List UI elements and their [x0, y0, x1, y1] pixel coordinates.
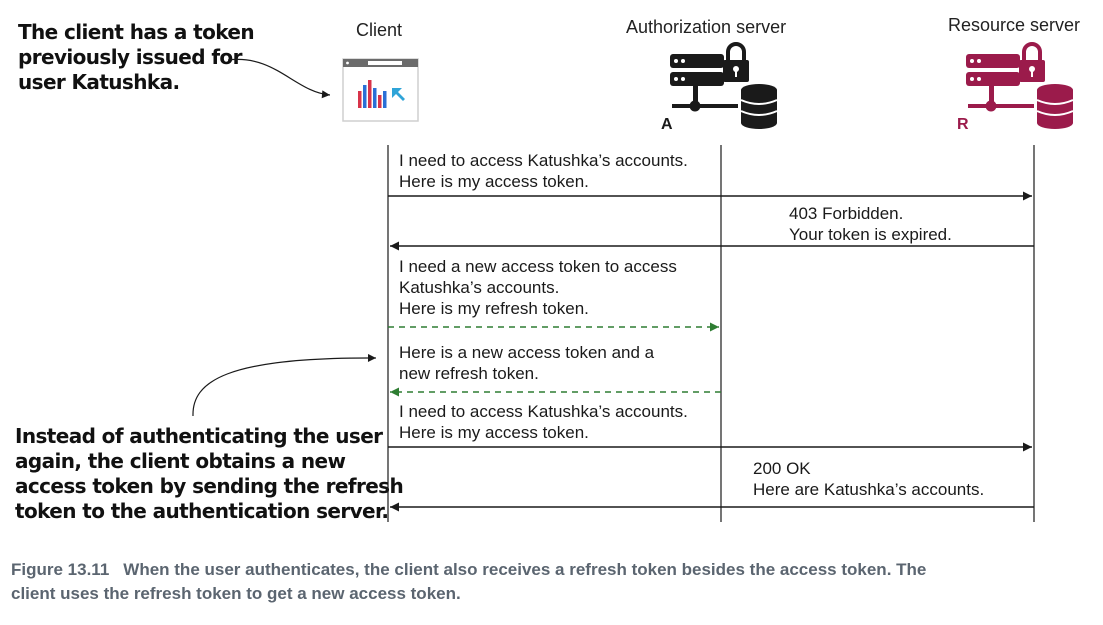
- resource-server-letter: R: [957, 116, 969, 133]
- message-line: Your token is expired.: [789, 225, 952, 244]
- caption-text-line2: client uses the refresh token to get a n…: [11, 584, 461, 603]
- message-line: Here is my access token.: [399, 172, 589, 191]
- message-line: I need to access Katushka’s accounts.: [399, 151, 688, 170]
- note-bottom-line: access token by sending the refresh: [15, 474, 404, 498]
- participant-resource-label: Resource server: [948, 15, 1081, 35]
- message-4-label: Here is a new access token and a new ref…: [399, 342, 654, 384]
- figure-caption: Figure 13.11 When the user authenticates,…: [11, 558, 926, 606]
- note-top-line: The client has a token: [18, 20, 255, 44]
- note-top: The client has a token previously issued…: [18, 20, 255, 95]
- note-bottom-arrow: [192, 353, 377, 417]
- message-line: Here is my refresh token.: [399, 299, 589, 318]
- message-5-label: I need to access Katushka’s accounts. He…: [399, 401, 688, 443]
- server-lock-database-icon: [670, 42, 778, 129]
- message-line: Here are Katushka’s accounts.: [753, 480, 985, 499]
- caption-text-line1: When the user authenticates, the client …: [123, 560, 927, 579]
- message-3-label: I need a new access token to access Katu…: [399, 256, 677, 319]
- message-line: Here is a new access token and a: [399, 343, 655, 362]
- message-2-label: 403 Forbidden. Your token is expired.: [789, 203, 952, 245]
- message-line: I need to access Katushka’s accounts.: [399, 402, 688, 421]
- message-line: 403 Forbidden.: [789, 204, 904, 223]
- message-line: new refresh token.: [399, 364, 539, 383]
- server-lock-database-icon: [966, 42, 1074, 129]
- auth-server-letter: A: [661, 116, 673, 133]
- message-1-label: I need to access Katushka’s accounts. He…: [399, 150, 688, 192]
- participant-client-label: Client: [356, 20, 403, 40]
- figure-number: Figure 13.11: [11, 560, 110, 579]
- note-bottom-line: again, the client obtains a new: [15, 449, 346, 473]
- participant-auth-label: Authorization server: [626, 17, 787, 37]
- message-6-label: 200 OK Here are Katushka’s accounts.: [753, 458, 984, 500]
- note-top-arrow: [227, 58, 331, 99]
- message-line: 200 OK: [753, 459, 811, 478]
- note-top-line: user Katushka.: [18, 70, 180, 94]
- note-top-line: previously issued for: [18, 45, 242, 69]
- browser-chart-icon: [342, 58, 419, 122]
- note-bottom-line: token to the authentication server.: [15, 499, 389, 523]
- note-bottom: Instead of authenticating the user again…: [15, 424, 404, 524]
- note-bottom-line: Instead of authenticating the user: [15, 424, 383, 448]
- message-line: Katushka’s accounts.: [399, 278, 560, 297]
- message-line: I need a new access token to access: [399, 257, 677, 276]
- message-line: Here is my access token.: [399, 423, 589, 442]
